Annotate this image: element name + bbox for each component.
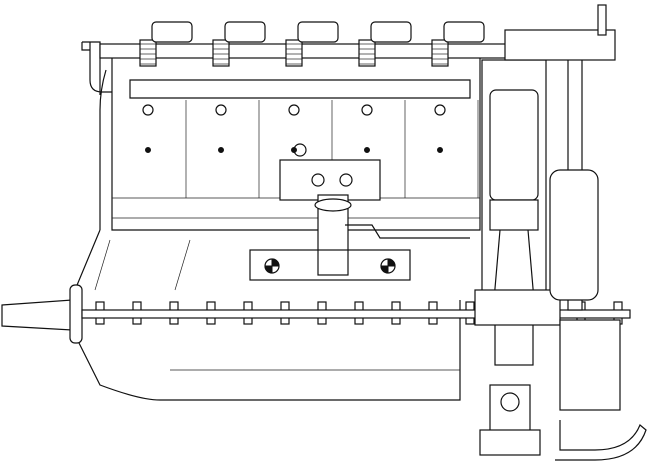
cylinder-port	[142, 100, 187, 198]
crankshaft	[81, 309, 631, 319]
carburetor	[279, 143, 470, 276]
bmw-logo-right	[380, 258, 396, 274]
side-pipe	[99, 69, 107, 230]
valve-spring-group	[212, 21, 266, 67]
cylinder-port	[361, 100, 406, 198]
intake-pipe-elbow	[81, 41, 112, 95]
valve-spring-group	[358, 21, 412, 67]
cylinder-port	[434, 100, 479, 198]
manifold	[129, 79, 471, 99]
propeller-hub	[69, 284, 83, 344]
cylinder-port	[288, 100, 333, 198]
valve-spring-group	[139, 21, 193, 67]
propeller-shaft	[1, 299, 73, 331]
crankcase	[74, 229, 461, 401]
bmw-logo-left	[264, 258, 280, 274]
name-plate	[249, 249, 411, 281]
valve-spring-group	[285, 21, 339, 67]
cylinder-cross-section	[474, 59, 561, 366]
cylinder-block	[111, 58, 481, 231]
oil-pump-assembly	[479, 319, 647, 461]
crankcase-rib	[94, 239, 191, 291]
valve-spring-group	[431, 21, 485, 67]
cylinder-port	[215, 100, 260, 198]
vertical-drive-shaft	[504, 4, 616, 311]
